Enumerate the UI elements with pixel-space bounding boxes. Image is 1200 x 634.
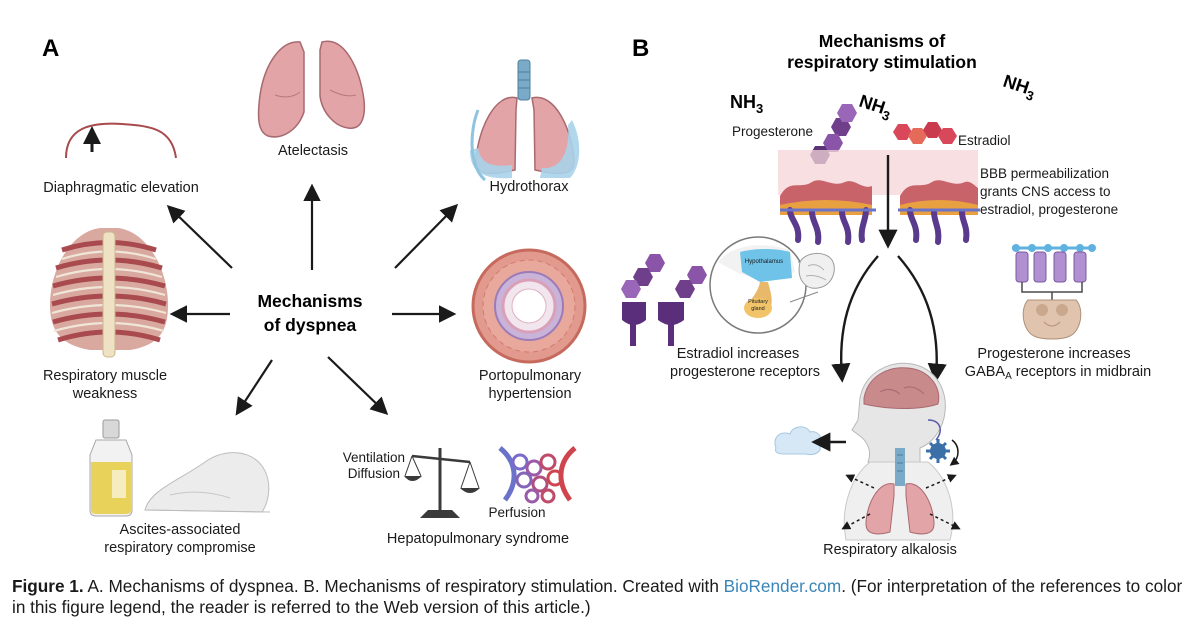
expansion-arrows	[841, 474, 961, 530]
capillary-network-icon	[498, 446, 577, 504]
gaba-label-line1: Progesterone increases	[977, 346, 1130, 362]
arrow-to-alkalosis-right	[897, 255, 947, 383]
atelectasis-lungs-icon	[257, 40, 366, 138]
diaphragm-label: Diaphragmatic elevation	[43, 180, 199, 196]
hypothalamus-pituitary-icon: Hypothalamus Pituitary gland	[709, 236, 822, 334]
dyspnea-arrows	[166, 183, 459, 416]
stimulation-title-line1: Mechanisms of	[819, 31, 946, 51]
estradiol-label: Estradiol	[958, 133, 1011, 148]
figure-canvas: A Mechanisms of dyspnea Atelectasis	[42, 31, 1151, 558]
dyspnea-title-line2: of dyspnea	[264, 315, 357, 335]
biorender-link[interactable]: BioRender.com	[723, 576, 842, 596]
hydrothorax-lungs-icon	[470, 59, 580, 182]
exhaled-air-cloud-icon	[774, 426, 822, 455]
ascites-label-line2: respiratory compromise	[104, 540, 256, 556]
head-with-lungs-icon	[843, 362, 954, 541]
arrow-to-ascites	[235, 359, 273, 416]
bbb-label-line2: grants CNS access to	[980, 184, 1111, 199]
diaphragm-icon	[65, 122, 177, 159]
estradiol-molecule-icon	[893, 122, 957, 144]
stimulation-arrows	[831, 155, 947, 383]
arrow-to-alkalosis-left	[831, 255, 879, 383]
stimulation-title-line2: respiratory stimulation	[787, 52, 977, 72]
arrow-to-hps	[327, 356, 389, 416]
vessel-cross-section-icon	[471, 248, 587, 364]
arrow-to-diaphragm	[166, 204, 233, 269]
ventilation-label: Ventilation	[343, 450, 405, 465]
figure-caption: Figure 1. A. Mechanisms of dyspnea. B. M…	[12, 576, 1192, 618]
muscle-weakness-label-line2: weakness	[72, 386, 137, 402]
panel-a: A Mechanisms of dyspnea Atelectasis	[42, 35, 587, 556]
gaba-label-line2: GABAA receptors in midbrain	[965, 364, 1151, 382]
caption-figure-label: Figure 1.	[12, 576, 84, 596]
blood-brain-barrier-icon	[778, 150, 980, 245]
estradiol-receptors-label-line1: Estradiol increases	[677, 346, 800, 362]
estradiol-receptors-label-line2: progesterone receptors	[670, 364, 820, 380]
gaba-receptor-icon	[1012, 244, 1096, 340]
bbb-label-line1: BBB permeabilization	[980, 166, 1109, 181]
perfusion-label: Perfusion	[488, 505, 545, 520]
alkalosis-label: Respiratory alkalosis	[823, 542, 957, 558]
panel-a-letter: A	[42, 35, 59, 62]
portopulmonary-label-line2: hypertension	[488, 386, 571, 402]
muscle-weakness-label-line1: Respiratory muscle	[43, 368, 167, 384]
pituitary-label-line2: gland	[751, 306, 764, 312]
panel-b: B Mechanisms of respiratory stimulation …	[621, 31, 1151, 558]
atelectasis-label: Atelectasis	[278, 143, 348, 159]
ammonia-label-2: NH3	[856, 91, 895, 124]
caption-text-part1: A. Mechanisms of dyspnea. B. Mechanisms …	[83, 576, 724, 596]
panel-b-letter: B	[632, 35, 649, 62]
ammonia-label-3: NH3	[1000, 71, 1039, 104]
hps-label: Hepatopulmonary syndrome	[387, 531, 569, 547]
arrow-to-hydrothorax	[394, 203, 459, 269]
balance-scale-icon	[404, 448, 480, 518]
gear-icon	[926, 439, 960, 466]
progesterone-label: Progesterone	[732, 124, 813, 139]
progesterone-receptor-icon	[621, 254, 707, 346]
hypothalamus-label: Hypothalamus	[745, 259, 783, 265]
diffusion-label: Diffusion	[348, 466, 400, 481]
bbb-label-line3: estradiol, progesterone	[980, 202, 1118, 217]
ascites-label-line1: Ascites-associated	[120, 522, 241, 538]
ribcage-icon	[50, 228, 168, 358]
portopulmonary-label-line1: Portopulmonary	[479, 368, 582, 384]
hydrothorax-label: Hydrothorax	[490, 179, 570, 195]
pituitary-label-line1: Pituitary	[748, 299, 768, 305]
abdomen-icon	[144, 452, 271, 513]
ammonia-label-1: NH3	[730, 92, 763, 116]
dyspnea-title-line1: Mechanisms	[257, 291, 362, 311]
brain-outline-icon	[798, 253, 835, 289]
caption-text-part2: . (For interpretation of the references …	[12, 576, 1183, 617]
ascites-fluid-bottle-icon	[89, 419, 133, 517]
